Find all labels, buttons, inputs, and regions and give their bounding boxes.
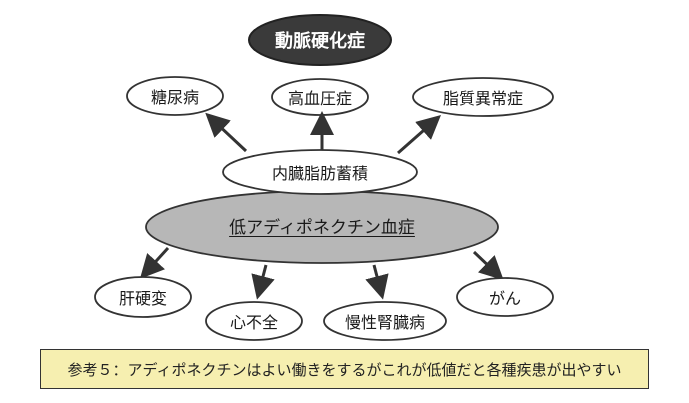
ckd-node (323, 301, 447, 341)
arrow-to-dyslipidemia (397, 115, 441, 155)
dyslipidemia-label: 脂質異常症 (442, 89, 523, 108)
atherosclerosis-node (248, 14, 392, 66)
caption-box: 参考５：アディポネクチンはよい働きをするがこれが低値だと各種疾患が出やすい (40, 349, 649, 389)
caption-text: 参考５：アディポネクチンはよい働きをするがこれが低値だと各種疾患が出やすい (67, 360, 622, 379)
atherosclerosis-label: 動脈硬化症 (275, 31, 365, 52)
heart-failure-node (205, 301, 303, 341)
diabetes-node (126, 76, 224, 116)
heart-failure-label: 心不全 (229, 313, 278, 332)
visceral-fat-node (222, 149, 418, 195)
arrow-to-heart-failure (251, 264, 275, 300)
cirrhosis-label: 肝硬変 (118, 289, 167, 308)
arrow-to-ckd (365, 264, 389, 300)
arrow-to-diabetes (205, 112, 248, 153)
arrow-to-cirrhosis (139, 246, 170, 279)
arrow-to-cancer (472, 250, 504, 281)
cirrhosis-node (94, 276, 192, 318)
hypoadiponectinemia-label: 低アディポネクチン血症 (146, 211, 498, 239)
visceral-fat-label: 内臓脂肪蓄積 (271, 164, 368, 183)
cancer-label: がん (488, 289, 521, 308)
hypoadiponectinemia-text: 低アディポネクチン血症 (229, 217, 415, 238)
dyslipidemia-node (412, 77, 554, 117)
diabetes-label: 糖尿病 (150, 88, 199, 107)
cancer-node (456, 277, 554, 317)
ckd-label: 慢性腎臓病 (344, 313, 425, 332)
hypertension-label: 高血圧症 (287, 89, 352, 108)
